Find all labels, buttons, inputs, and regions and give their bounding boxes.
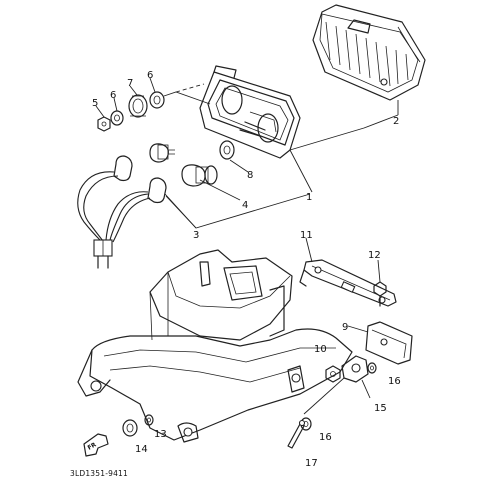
reflector-bracket — [303, 355, 371, 415]
callout-2: 2 — [393, 116, 399, 127]
washer-6 — [110, 110, 124, 126]
callout-3: 3 — [193, 230, 199, 241]
callout-16-right: 16 — [388, 376, 401, 387]
callout-12: 12 — [368, 250, 381, 261]
bolt-12 — [373, 259, 387, 307]
callout-10: 10 — [314, 344, 327, 355]
socket-rubber-7 — [128, 94, 148, 118]
callout-13: 13 — [154, 429, 167, 440]
callout-5: 5 — [92, 98, 98, 109]
rear-fender-frame — [77, 249, 353, 443]
callout-1: 1 — [306, 192, 312, 203]
callout-6-right: 6 — [147, 70, 153, 81]
grommet-8 — [219, 140, 235, 160]
callout-numbers: 1 2 3 4 5 6 7 6 8 9 10 11 12 13 14 15 16… — [92, 70, 401, 469]
callout-7: 7 — [127, 78, 133, 89]
callout-16-lower: 16 — [319, 432, 332, 443]
taillight-lens — [312, 4, 426, 115]
washer-16-right — [367, 362, 377, 374]
callout-8: 8 — [247, 170, 253, 181]
callout-9: 9 — [342, 322, 348, 333]
front-arrow-label: FR — [87, 441, 98, 452]
wire-harness — [77, 155, 167, 269]
taillight-housing — [199, 65, 301, 159]
leader-lines — [95, 77, 399, 229]
document-number: 3LD1351-9411 — [70, 469, 128, 478]
screw-17 — [287, 419, 306, 449]
grommet-6-upper — [149, 91, 165, 109]
nut-5 — [97, 116, 111, 132]
callout-6-left: 6 — [110, 90, 116, 101]
grommet-14 — [122, 419, 138, 437]
nut-10 — [325, 365, 341, 383]
callout-11: 11 — [300, 230, 313, 241]
callout-15: 15 — [374, 403, 387, 414]
license-plate-bracket — [299, 237, 397, 307]
callout-17: 17 — [305, 458, 318, 469]
callout-14: 14 — [135, 444, 148, 455]
bulb-large — [181, 164, 218, 187]
reflector-plate — [347, 321, 413, 365]
washer-13 — [144, 414, 154, 426]
bulb-small — [149, 143, 175, 163]
callout-4: 4 — [242, 200, 248, 211]
front-direction-arrow: FR — [83, 433, 109, 457]
